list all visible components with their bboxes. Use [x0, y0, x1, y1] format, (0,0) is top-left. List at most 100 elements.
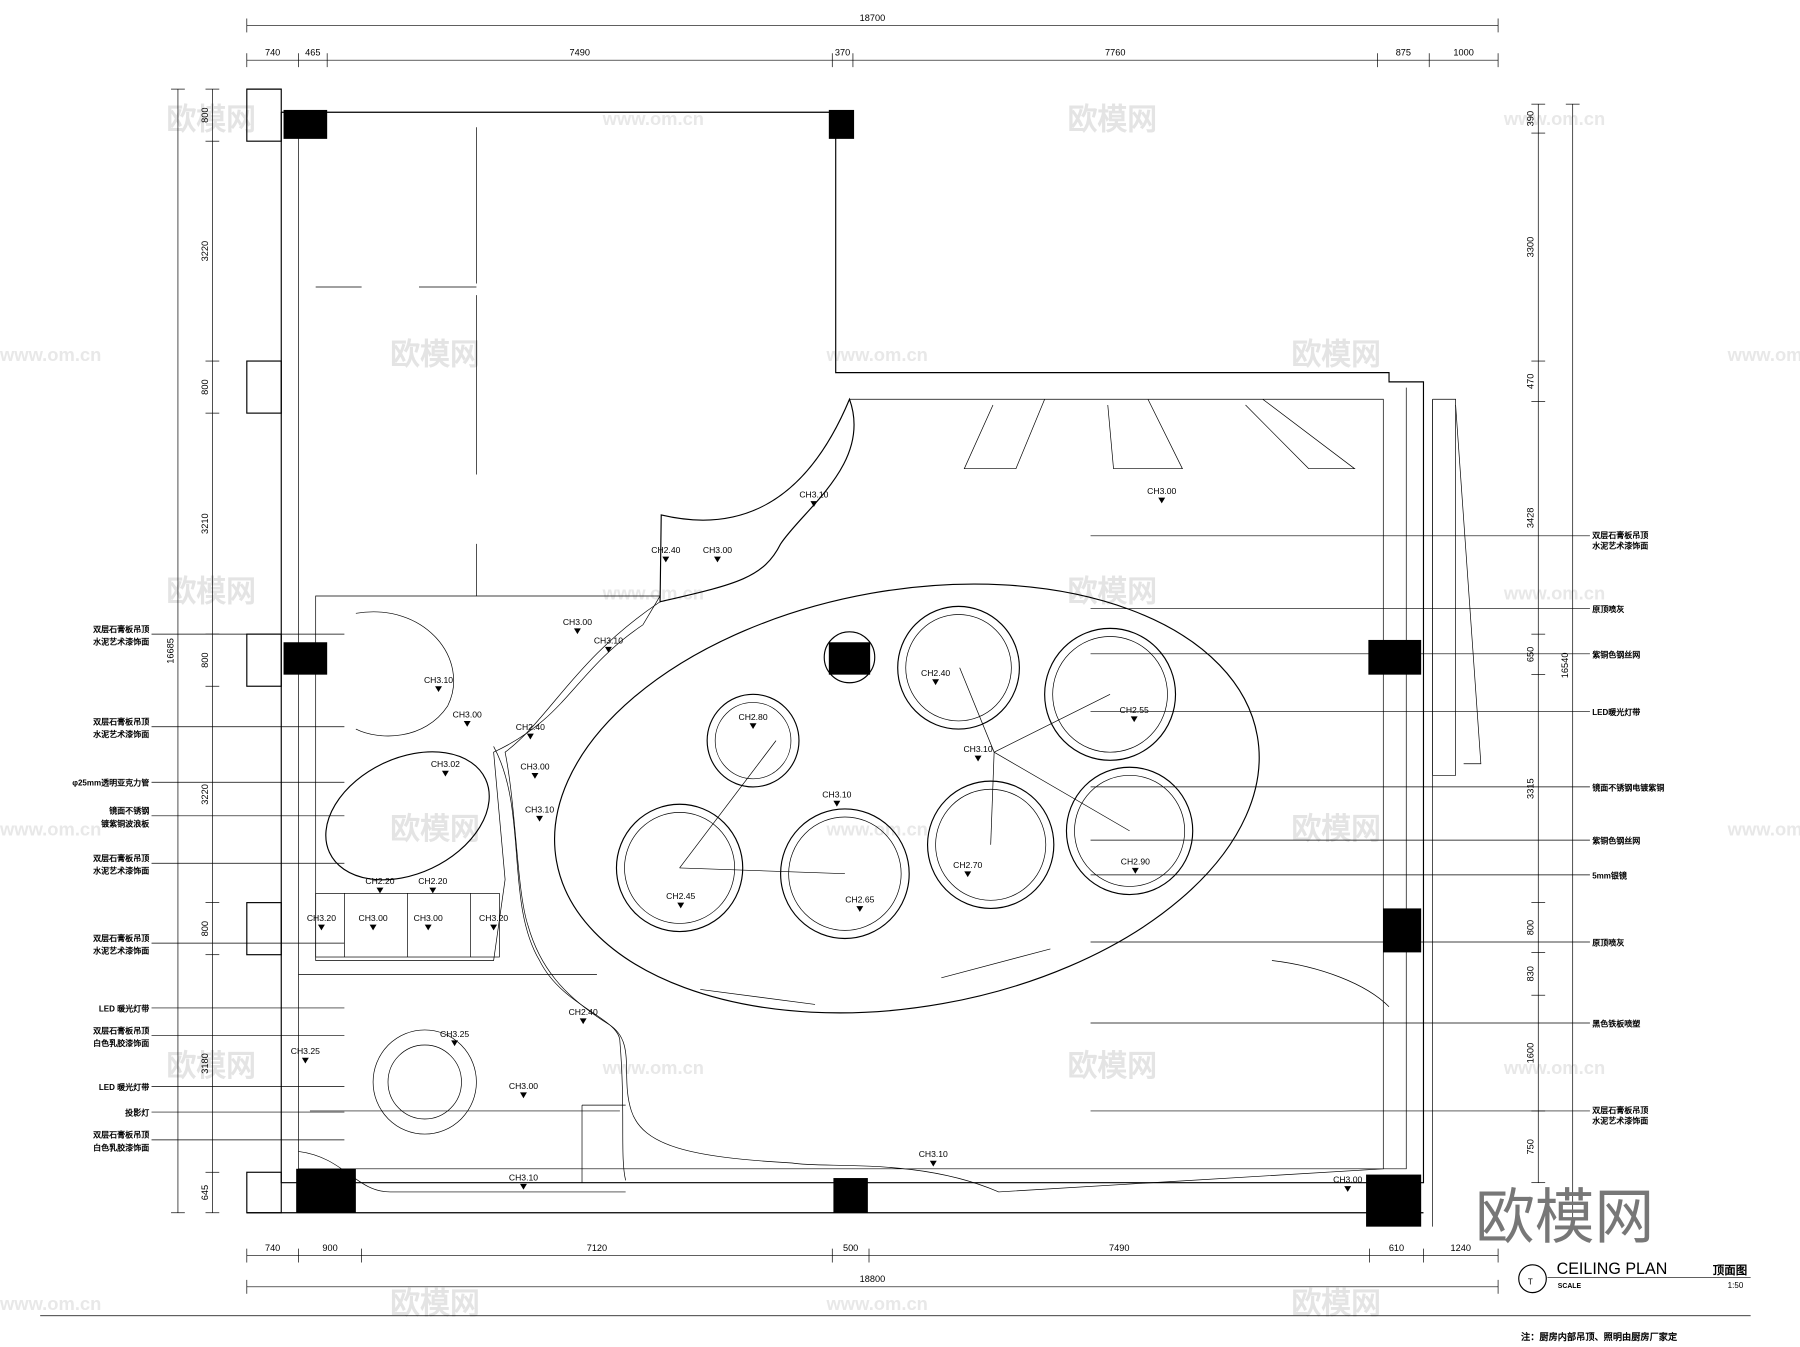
level-triangle-icon	[520, 1092, 527, 1099]
watermark-url: www.om.cn	[1727, 818, 1800, 839]
ceiling-height-label: CH2.40	[569, 1007, 598, 1017]
level-triangle-icon	[520, 1183, 527, 1190]
dimension-bottom: 7120	[587, 1243, 607, 1253]
ceiling-height-marker: CH3.25	[291, 1046, 320, 1064]
ceiling-height-marker: CH2.40	[651, 545, 681, 563]
callout-text: 原顶喷灰	[1592, 937, 1624, 947]
watermark-logo: 欧模网	[1291, 338, 1381, 371]
ceiling-height-marker: CH3.20	[479, 913, 508, 931]
ceiling-height-marker: CH3.10	[594, 635, 623, 653]
dimension-left: 800	[200, 379, 210, 394]
level-triangle-icon	[376, 887, 384, 894]
ceiling-height-marker: CH3.20	[307, 913, 336, 931]
pendant-disc	[1044, 627, 1177, 761]
watermark-logo: 欧模网	[166, 1050, 256, 1083]
watermark-url: www.om.cn	[826, 344, 928, 365]
ceiling-height-label: CH2.40	[516, 722, 545, 732]
callout-text: 水泥艺术漆饰面	[1592, 540, 1648, 550]
right-callout: 紫铜色钢丝网	[1090, 649, 1640, 659]
ceiling-height-marker: CH3.00	[509, 1081, 538, 1099]
ceiling-height-marker: CH3.02	[431, 759, 460, 777]
ceiling-height-marker: CH2.80	[738, 712, 768, 730]
watermark-url: www.om.cn	[602, 582, 704, 603]
dimension-left: 800	[200, 921, 210, 936]
dimension-bottom: 740	[265, 1243, 280, 1253]
level-triangle-icon	[1158, 497, 1166, 504]
level-triangle-icon	[749, 723, 757, 730]
ceiling-height-marker: CH3.10	[919, 1149, 948, 1167]
ceiling-height-label: CH3.10	[919, 1149, 948, 1159]
dimension-left: 3220	[200, 241, 210, 262]
ceiling-height-marker: CH2.40	[516, 722, 545, 740]
ceiling-height-label: CH3.10	[424, 675, 453, 685]
ceiling-height-marker: CH3.10	[525, 804, 554, 822]
ceiling-height-marker: CH3.10	[822, 789, 852, 807]
ceiling-height-label: CH2.55	[1120, 705, 1149, 715]
callout-text: 镀紫铜波浪板	[101, 818, 150, 828]
drawing-symbol: T	[1528, 1277, 1533, 1286]
ceiling-height-marker: CH3.10	[799, 490, 829, 507]
level-triangle-icon	[301, 1057, 309, 1064]
dimension-left-total: 16685	[165, 638, 175, 664]
material-callouts: 双层石膏板吊顶水泥艺术漆饰面双层石膏板吊顶水泥艺术漆饰面φ25mm透明亚克力管镜…	[72, 530, 1664, 1152]
dimension-top: 370	[835, 48, 850, 58]
ceiling-height-label: CH3.25	[440, 1029, 469, 1039]
level-triangle-icon	[526, 733, 534, 740]
ceiling-height-marker: CH2.20	[365, 876, 395, 894]
ceiling-height-marker: CH2.40	[569, 1007, 598, 1025]
watermark-logo: 欧模网	[390, 1287, 480, 1320]
drawing-title: CEILING PLAN	[1557, 1260, 1668, 1278]
level-triangle-icon	[662, 556, 670, 563]
dimension-right: 3315	[1526, 778, 1536, 799]
ceiling-height-marker: CH3.00	[703, 545, 732, 563]
ceiling-height-marker: CH3.10	[963, 744, 993, 762]
ceiling-height-label: CH3.10	[509, 1172, 538, 1182]
ceiling-height-label: CH2.20	[365, 876, 394, 886]
callout-text: 双层石膏板吊顶	[1592, 530, 1648, 540]
dimension-left: 3210	[200, 513, 210, 534]
dimension-top: 465	[305, 48, 320, 58]
dimension-top: 740	[265, 48, 280, 58]
callout-text: 水泥艺术漆饰面	[93, 729, 149, 739]
pendant-disc	[615, 803, 744, 933]
ceiling-height-label: CH3.00	[453, 709, 482, 719]
right-callout: 紫铜色钢丝网	[1090, 836, 1640, 846]
scale-label: SCALE	[1558, 1283, 1582, 1290]
dimension-right: 750	[1526, 1139, 1536, 1154]
right-callout: 原顶喷灰	[1090, 937, 1624, 947]
callout-text: 双层石膏板吊顶	[93, 1130, 149, 1140]
right-callout: 原顶喷灰	[1090, 604, 1624, 614]
ceiling-height-label: CH2.40	[921, 668, 950, 678]
pendant-disc	[926, 780, 1055, 909]
watermark-url: www.om.cn	[0, 344, 101, 365]
dimension-right: 390	[1526, 111, 1536, 126]
pendant-light-discs	[615, 605, 1194, 940]
level-triangle-icon	[369, 924, 377, 931]
watermark-url: www.om.cn	[826, 1293, 928, 1314]
ceiling-height-label: CH2.70	[953, 860, 982, 870]
right-callout: LED暖光灯带	[1090, 707, 1640, 717]
callout-text: 双层石膏板吊顶	[93, 853, 149, 863]
level-triangle-icon	[451, 1040, 459, 1047]
callout-text: LED 暖光灯带	[99, 1003, 149, 1013]
level-triangle-icon	[1344, 1186, 1352, 1192]
scale-value: 1:50	[1728, 1281, 1744, 1290]
watermark-logo: 欧模网	[1291, 1287, 1381, 1320]
level-triangle-icon	[1131, 867, 1139, 874]
level-triangle-icon	[441, 770, 449, 777]
pendant-disc	[1065, 766, 1194, 896]
ceiling-height-marker: CH3.00	[1147, 486, 1176, 504]
ceiling-height-label: CH3.10	[525, 804, 554, 814]
level-triangle-icon	[1130, 716, 1138, 723]
ceiling-height-label: CH3.10	[594, 635, 623, 645]
level-triangle-icon	[604, 646, 612, 653]
dimension-right: 3300	[1526, 237, 1536, 258]
ceiling-height-marker: CH3.25	[440, 1029, 469, 1047]
ceiling-height-label: CH2.40	[651, 545, 680, 555]
dimension-left: 800	[200, 652, 210, 667]
